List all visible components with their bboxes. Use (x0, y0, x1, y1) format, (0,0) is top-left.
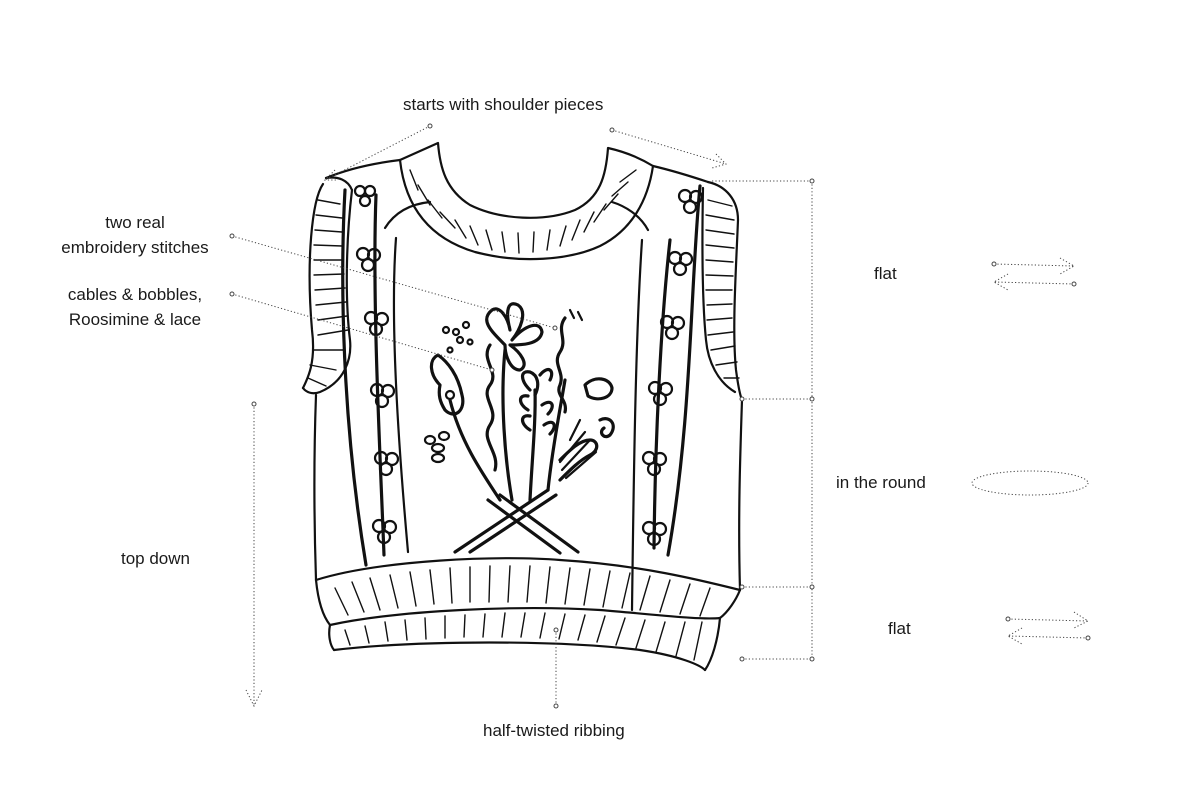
embroidery-label-line1: two real (105, 213, 165, 232)
neckline-ribbing (409, 169, 637, 254)
embroidery-bouquet (423, 302, 615, 555)
right-armhole-ribbing (705, 199, 740, 379)
lower-flat-arrows-icon (1005, 611, 1091, 645)
flat-upper-label: flat (874, 264, 897, 283)
down-arrow-icon (245, 401, 263, 708)
cables-label-line1: cables & bobbles, (67, 285, 203, 304)
upper-flat-arrows-icon (991, 257, 1077, 291)
shoulder-pieces-label: starts with shoulder pieces (403, 95, 604, 114)
cables-leader-line (229, 291, 495, 373)
cables-label-line2: Roosimine & lace (68, 310, 202, 329)
embroidery-label-line2: embroidery stitches (61, 238, 209, 257)
side-flowers (353, 184, 704, 547)
embroidery-label: two real embroidery stitches (45, 210, 225, 260)
embroidery-leader-line (229, 233, 558, 331)
in-the-round-label: in the round (836, 473, 926, 492)
flat-lower-label: flat (888, 619, 911, 638)
shoulder-annotation-lines (323, 123, 727, 181)
section-bracket (712, 178, 815, 662)
vest-outline (301, 141, 744, 672)
ribbing-label: half-twisted ribbing (483, 721, 625, 740)
ribbing-leader-line (553, 627, 559, 709)
top-down-label: top down (121, 549, 190, 568)
ellipse-loop-icon (971, 470, 1089, 496)
cables-label: cables & bobbles, Roosimine & lace (45, 282, 225, 332)
bottom-ribbing (334, 565, 711, 661)
